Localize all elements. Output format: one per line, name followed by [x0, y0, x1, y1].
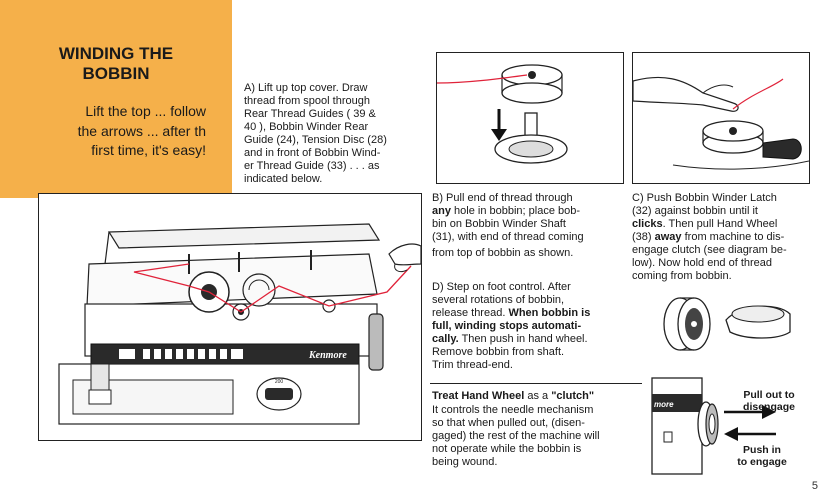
subtitle-line-1: Lift the top ... follow [85, 103, 206, 119]
hand-wheel-figure: more [650, 368, 720, 476]
step-a-line: 40 ), Bobbin Winder Rear [244, 121, 369, 133]
title-line-2: BOBBIN [82, 64, 150, 83]
step-a-text: A) Lift up top cover. Draw thread from s… [244, 82, 408, 186]
bobbin-closeup-drawing [663, 297, 791, 351]
step-b-line: (31), with end of thread coming [432, 231, 584, 243]
step-a-line: and in front of Bobbin Wind- [244, 147, 381, 159]
section-divider [430, 383, 642, 384]
clutch-arrows [724, 405, 776, 441]
clutch-line: being wound. [432, 456, 498, 468]
step-d-line: cally. Then push in hand wheel. [432, 333, 588, 345]
step-b-line: any hole in bobbin; place bob- [432, 205, 581, 217]
step-b-text: B) Pull end of thread through any hole i… [432, 192, 610, 260]
pull-out-label: Pull out to disengage [743, 389, 795, 413]
arrow-left-icon [724, 427, 738, 441]
step-d-line: several rotations of bobbin, [432, 294, 565, 306]
title-line-1: WINDING THE [58, 44, 174, 63]
clutch-line: It controls the needle mechanism [432, 404, 594, 416]
clutch-line: not operate while the bobbin is [432, 443, 582, 455]
intro-subtitle: Lift the top ... follow the arrows ... a… [28, 102, 206, 161]
step-b-line: from top of bobbin as shown. [432, 247, 574, 259]
step-c-line: C) Push Bobbin Winder Latch [632, 192, 777, 204]
step-a-line: indicated below. [244, 173, 323, 185]
subtitle-line-2: the arrows ... after th [77, 122, 206, 139]
step-d-text: D) Step on foot control. After several r… [432, 281, 610, 372]
step-b-line: bin on Bobbin Winder Shaft [432, 218, 566, 230]
bobbin-shaft-drawing [437, 64, 568, 164]
step-c-emphasis: clicks [632, 218, 663, 230]
step-c-emphasis: away [654, 231, 682, 243]
hand-wheel-drawing: more [651, 377, 719, 475]
step-a-line: A) Lift up top cover. Draw [244, 82, 368, 94]
step-d-line: Remove bobbin from shaft. [432, 346, 565, 358]
clutch-heading: Treat Hand Wheel as a "clutch" [432, 390, 595, 402]
step-c-line: (38) away from machine to dis- [632, 231, 785, 243]
step-d-line: Trim thread-end. [432, 359, 513, 371]
bobbin-shaft-figure [436, 52, 624, 184]
arrow-right-icon [762, 405, 776, 419]
step-d-line: full, winding stops automati- [432, 320, 610, 333]
step-c-text: C) Push Bobbin Winder Latch (32) against… [632, 192, 808, 283]
step-d-line: release thread. When bobbin is [432, 307, 591, 319]
step-c-line: (32) against bobbin until it [632, 205, 758, 217]
stitch-dial-number: 200 [275, 379, 284, 385]
step-b-emphasis: any [432, 205, 451, 217]
step-a-line: Rear Thread Guides ( 39 & [244, 108, 376, 120]
step-a-line: Guide (24), Tension Disc (28) [244, 134, 387, 146]
subtitle-line-3: first time, it's easy! [91, 142, 206, 158]
step-c-line: clicks. Then pull Hand Wheel [632, 218, 778, 230]
page-number: 5 [811, 480, 818, 492]
step-b-line: B) Pull end of thread through [432, 192, 573, 204]
intro-panel: WINDING THE BOBBIN Lift the top ... foll… [0, 0, 232, 198]
bobbin-latch-drawing [633, 76, 809, 170]
sewing-machine-drawing: Kenmore 200 [58, 223, 421, 425]
clutch-line: so that when pulled out, (disen- [432, 417, 585, 429]
step-d-line: D) Step on foot control. After [432, 281, 571, 293]
step-c-line: low). Now hold end of thread [632, 257, 773, 269]
step-a-line: er Thread Guide (33) . . . as [244, 160, 380, 172]
push-in-label: Push in to engage [737, 444, 787, 468]
machine-brand-label: Kenmore [308, 350, 347, 361]
sewing-machine-illustration: Kenmore 200 [38, 193, 422, 441]
step-a-line: thread from spool through [244, 95, 370, 107]
step-d-emphasis: cally. [432, 333, 459, 345]
bobbin-latch-figure [632, 52, 810, 184]
step-d-emphasis: full, winding stops automati- [432, 320, 582, 332]
step-c-line: coming from bobbin. [632, 270, 732, 282]
page-title: WINDING THE BOBBIN [20, 44, 212, 84]
clutch-text: Treat Hand Wheel as a "clutch" It contro… [432, 390, 632, 469]
step-d-emphasis: When bobbin is [508, 307, 591, 319]
bobbin-closeup-figure [650, 292, 800, 354]
hand-wheel-brand: more [654, 400, 674, 409]
step-c-line: engage clutch (see diagram be- [632, 244, 787, 256]
clutch-line: gaged) the rest of the machine will [432, 430, 600, 442]
